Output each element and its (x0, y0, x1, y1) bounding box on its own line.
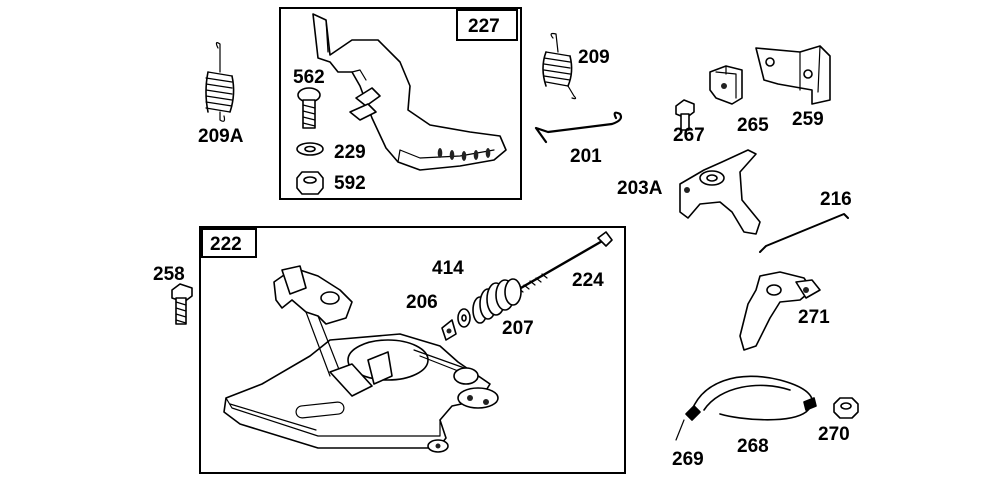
spring-209 (542, 32, 577, 100)
nut-270 (833, 397, 859, 419)
bolt-267 (675, 99, 695, 131)
rod-216 (759, 213, 849, 253)
label-203A: 203A (617, 178, 663, 199)
label-201: 201 (570, 146, 602, 167)
bracket-227-slots (437, 148, 491, 161)
plate-206 (441, 319, 457, 341)
control-plate-222 (223, 265, 499, 453)
label-216: 216 (820, 189, 852, 210)
box-222-group: 222 (199, 226, 626, 474)
label-270: 270 (818, 424, 850, 445)
spring-207 (472, 278, 522, 324)
label-258: 258 (153, 264, 185, 285)
label-562: 562 (293, 67, 325, 88)
bolt-258 (171, 283, 193, 325)
label-229: 229 (334, 142, 366, 163)
link-rod-201 (534, 111, 623, 144)
bracket-227-part (312, 13, 507, 171)
label-207: 207 (502, 318, 534, 339)
washer-229 (296, 142, 324, 156)
box-227-label: 227 (468, 16, 500, 37)
bracket-259 (755, 45, 831, 105)
label-209: 209 (578, 47, 610, 68)
lever-271 (739, 271, 821, 351)
bracket-203A (679, 149, 761, 235)
box-227-tag (456, 9, 518, 41)
label-414: 414 (432, 258, 464, 279)
box-222-tag (201, 228, 257, 258)
label-265: 265 (737, 115, 769, 136)
label-268: 268 (737, 436, 769, 457)
label-224: 224 (572, 270, 604, 291)
clip-265 (709, 65, 743, 105)
nut-592 (296, 171, 324, 195)
label-592: 592 (334, 173, 366, 194)
screw-562 (297, 87, 321, 129)
washer-414 (457, 308, 471, 328)
label-206: 206 (406, 292, 438, 313)
box-227-frame (279, 7, 522, 200)
cable-268 (675, 375, 817, 441)
box-222-label: 222 (210, 234, 242, 255)
label-267: 267 (673, 125, 705, 146)
box-222-frame (199, 226, 626, 474)
label-259: 259 (792, 109, 824, 130)
label-209A: 209A (198, 126, 244, 147)
label-271: 271 (798, 307, 830, 328)
spring-209A (205, 42, 235, 122)
box-227-group: 227 (279, 7, 522, 200)
label-269: 269 (672, 449, 704, 470)
